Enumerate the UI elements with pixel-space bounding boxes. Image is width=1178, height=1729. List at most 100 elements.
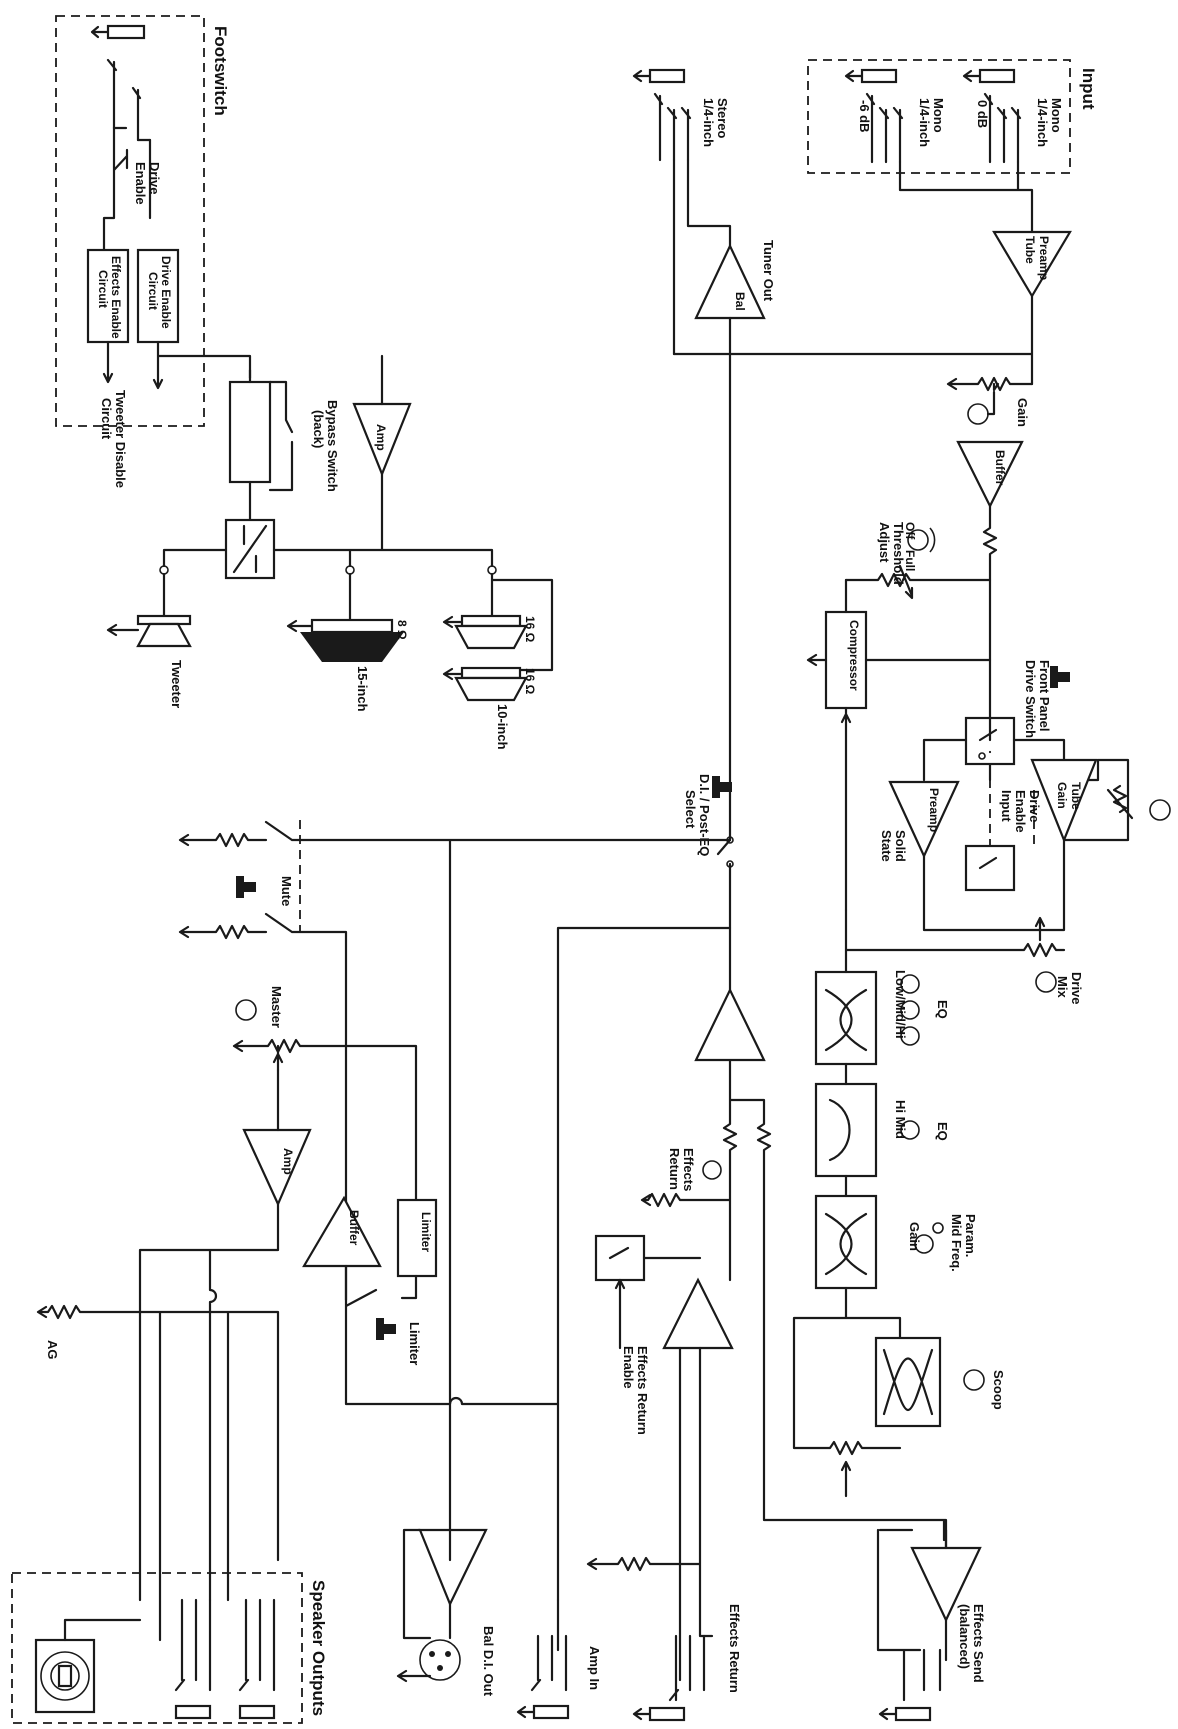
- drive-mix-knob-icon: [1035, 971, 1057, 993]
- drive-mix-label-1: Drive: [1069, 972, 1084, 1005]
- drive-enable-input-label-3: Input: [999, 790, 1014, 822]
- input-title: Input: [1079, 68, 1098, 110]
- drive-enable-link: [989, 764, 1035, 846]
- drive-enable-circuit-label-1: Drive Enable: [159, 256, 173, 329]
- low-mid-hi-eq-box: [814, 970, 878, 1066]
- output-buffer: [302, 1195, 382, 1268]
- eq-low-knob-icon: [900, 974, 920, 994]
- tuner-out-buffer: [694, 243, 766, 320]
- hi-mid-label: Hi Mid: [893, 1100, 908, 1139]
- effects-return-enable-label-2: Enable: [621, 1346, 636, 1389]
- tube-gain-stage: [1030, 758, 1134, 843]
- post-eq-amp: [694, 987, 766, 1062]
- tweeter-terminal: [159, 565, 169, 575]
- preamp-tube-label-2: Tube: [1023, 236, 1037, 264]
- buffer-label: Buffer: [993, 450, 1007, 486]
- speaker-jack-2: [238, 1598, 276, 1720]
- ohm-16-label-2: 16 Ω: [523, 668, 537, 695]
- mono-jack-2-label-2: 1/4-inch: [917, 98, 932, 147]
- mono-jack-1: [962, 68, 1022, 164]
- main-output-bus: [264, 820, 732, 1602]
- woofer10-terminal: [487, 565, 497, 575]
- preamp-tube-label-1: Preamp: [1037, 236, 1051, 280]
- power-amp: [352, 354, 412, 477]
- bal-di-amp: [418, 1528, 488, 1607]
- drive-enable-input-label-1: Drive: [1027, 790, 1042, 823]
- mono-jack-2: [844, 68, 904, 164]
- tweeter-disable-label-2: Circuit: [99, 398, 114, 440]
- xlr-connector-icon: [419, 1639, 461, 1681]
- effects-chain: [640, 1058, 948, 1550]
- scoop-label: Scoop: [991, 1370, 1006, 1410]
- threshold-full-label: Full: [903, 550, 917, 571]
- effects-enable-circuit-label-1: Effects Enable: [109, 256, 123, 339]
- tuner-out-label: Tuner Out: [761, 240, 776, 302]
- effects-return-jack-label: Effects Return: [727, 1604, 742, 1693]
- bypass-switch: [248, 368, 294, 522]
- input-buffer: [956, 440, 1024, 509]
- scoop-pot-wiper: [840, 1460, 852, 1498]
- threshold-off-label: Off: [903, 522, 917, 540]
- tube-gain-label-2: Gain: [1055, 782, 1069, 809]
- drive-enable-circuit-box: [136, 248, 180, 344]
- effects-return-amp: [662, 1277, 734, 1350]
- drive-enable-switch-box: [964, 844, 1016, 892]
- mono-jack-1-label-1: Mono: [1049, 98, 1064, 133]
- crossover-symbol: [232, 524, 268, 574]
- woofer-15-label: 15-inch: [355, 666, 370, 712]
- effects-send-wiring: [876, 1528, 948, 1702]
- ohm-16-label-1: 16 Ω: [523, 616, 537, 643]
- footswitch-wiring: [102, 126, 152, 252]
- stereo-jack-label-2: 1/4-inch: [701, 98, 716, 147]
- effects-return-enable-box: [594, 1234, 646, 1282]
- speaker-bus: [162, 472, 494, 568]
- limiter-switch-label: Limiter: [407, 1322, 422, 1365]
- solid-state-preamp: [888, 780, 960, 859]
- master-label: Master: [269, 986, 284, 1028]
- effects-send-label-2: (balanced): [957, 1604, 972, 1669]
- eq-hi-knob-icon: [900, 1026, 920, 1046]
- compressor-label: Compressor: [847, 620, 861, 691]
- amp-in-label: Amp In: [587, 1646, 602, 1690]
- bypass-switch-label-2: (back): [311, 410, 326, 448]
- input-wiring: [672, 158, 1034, 356]
- effects-return-enable-contact: [608, 1246, 702, 1350]
- mono-jack-2-label-1: Mono: [931, 98, 946, 133]
- mute-label: Mute: [279, 876, 294, 906]
- front-panel-switch-contact: [978, 728, 998, 754]
- preamp-tube: [992, 230, 1072, 299]
- solid-state-label-2: State: [879, 830, 894, 862]
- compressor-wiring: [806, 578, 992, 912]
- effects-return-knob-icon: [702, 1160, 722, 1180]
- amp-in-jack: [516, 1598, 570, 1720]
- ag-label: AG: [45, 1340, 60, 1360]
- limiter-button-icon: [376, 1318, 396, 1340]
- eq-chain: [792, 948, 902, 1456]
- output-amp-label: Amp: [281, 1148, 295, 1175]
- param-knob-icon: [914, 1234, 934, 1254]
- threshold-label-2: Adjust: [877, 522, 892, 563]
- effects-send-label-1: Effects Send: [971, 1604, 986, 1683]
- drive-enable-circuit-label-2: Circuit: [146, 272, 160, 310]
- tube-gain-knob-icon: [1149, 799, 1171, 821]
- di-select-label-1: D.I. / Post-EQ: [697, 774, 712, 856]
- low-mid-hi-label: Low/Mid/Hi: [893, 970, 908, 1039]
- woofer-15-icon: [286, 572, 404, 662]
- footswitch-title: Footswitch: [211, 26, 230, 116]
- master-pot: [232, 1038, 418, 1202]
- drive-enable-label-2: Enable: [133, 162, 148, 205]
- speaker-outputs-title: Speaker Outputs: [309, 1580, 328, 1716]
- woofer15-terminal: [345, 565, 355, 575]
- woofer-10a-icon: [442, 572, 554, 672]
- drive-enable-switch-contact: [978, 856, 998, 870]
- threshold-arc: [929, 527, 936, 553]
- drive-mix-label-2: Mix: [1055, 976, 1070, 998]
- param-freq-knob-icon: [932, 1222, 944, 1234]
- stereo-input-jack: [632, 68, 692, 162]
- effects-return-wiring: [586, 1346, 714, 1682]
- scoop-curve: [882, 1348, 934, 1416]
- front-panel-button-icon: [1050, 666, 1070, 688]
- stereo-jack-label-1: Stereo: [715, 98, 730, 139]
- power-amp-label: Amp: [374, 424, 388, 451]
- woofer-10-label: 10-inch: [495, 704, 510, 750]
